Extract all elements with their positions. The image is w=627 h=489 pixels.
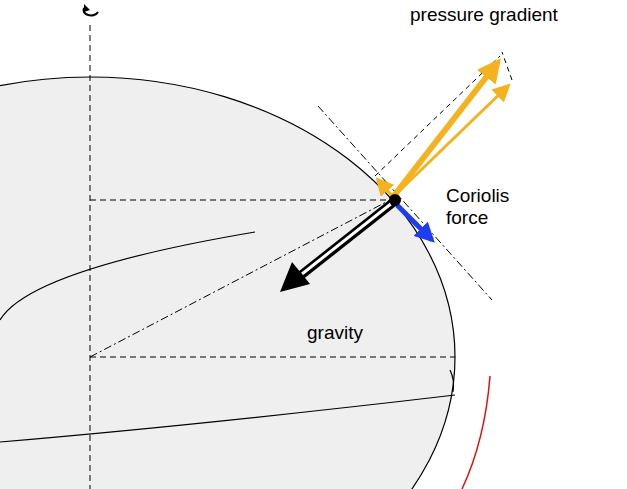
rotation-axis	[90, 25, 91, 489]
red-arc	[462, 376, 490, 489]
earth-sphere	[0, 77, 455, 489]
gravity-arrow	[300, 201, 395, 276]
pressure-gradient-arrow	[393, 62, 498, 197]
rotation-symbol-head	[84, 4, 90, 12]
pressure-gradient-tangential	[378, 180, 393, 197]
latitude-curve	[0, 232, 255, 320]
equator-curve-end	[450, 370, 454, 392]
force-label: Coriolis force	[446, 185, 524, 229]
force-label: gravity	[307, 322, 397, 344]
latitude-radius	[90, 200, 390, 201]
coriolis-arrow	[397, 205, 432, 240]
force-label: pressure gradient	[410, 4, 600, 26]
construction-line	[375, 56, 500, 176]
gravity-arrow-head	[280, 262, 310, 292]
gravity-arrow-inner	[302, 203, 392, 274]
pressure-gradient-radial	[393, 86, 508, 197]
air-parcel	[389, 194, 401, 206]
construction-line	[502, 52, 512, 80]
equator-radius	[90, 357, 455, 358]
equator-curve	[0, 395, 455, 442]
